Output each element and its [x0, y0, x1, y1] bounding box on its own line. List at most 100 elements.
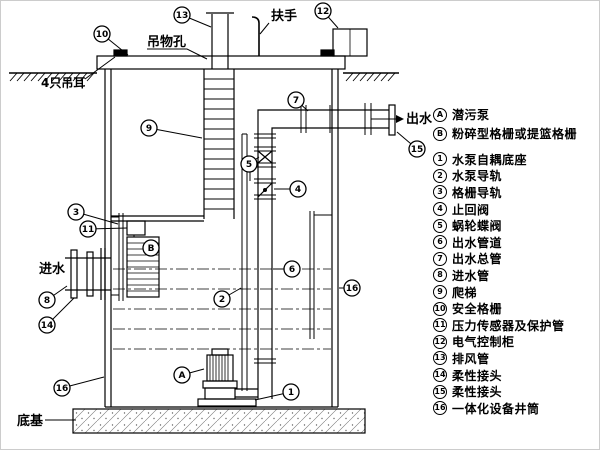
callout-circle: [67, 203, 85, 221]
legend-label: 电气控制柜: [452, 335, 515, 350]
callout-2: 2: [213, 287, 242, 308]
legend-key: A: [433, 107, 447, 122]
callout-number: 3: [73, 208, 79, 218]
callout-14: 14: [38, 297, 75, 334]
callout-circle: [93, 25, 111, 43]
callout-number: 4: [295, 185, 301, 195]
handrail: [251, 16, 260, 56]
callout-circle: [213, 290, 231, 308]
legend-item-14: 14 柔性接头: [433, 367, 565, 384]
control-cabinet: [332, 28, 368, 57]
legend-label: 格栅导轨: [452, 185, 503, 200]
pump-guide-rails: [241, 133, 248, 391]
legend-label: 柔性接头: [452, 368, 503, 383]
callout-circle: [343, 279, 361, 297]
callout-number: 7: [293, 96, 299, 106]
legend-item-12: 12 电气控制柜: [433, 334, 565, 351]
callout-16: 16: [339, 279, 361, 297]
legend-label: 排风管: [452, 351, 490, 366]
callout-11: 11: [79, 220, 128, 238]
callout-circle: [240, 155, 258, 173]
callout-A: A: [173, 366, 205, 384]
callout-circle: [287, 91, 305, 109]
callout-6: 6: [273, 260, 301, 278]
legend-key: 12: [433, 334, 447, 349]
callout-circle: [38, 291, 56, 309]
label-lifting-lugs: 4只吊耳: [41, 76, 85, 90]
legend-item-11: 11 压力传感器及保护管: [433, 317, 565, 334]
callout-circle: [282, 383, 300, 401]
callout-number: 15: [411, 145, 424, 155]
sensor-protection-tube: [309, 211, 332, 339]
legend-label: 柔性接头: [452, 385, 503, 400]
legend-key: 8: [433, 268, 447, 283]
legend-label: 一体化设备井筒: [452, 401, 540, 416]
ladder: [203, 69, 235, 219]
callout-number: 13: [176, 11, 189, 21]
callout-16: 16: [53, 376, 105, 397]
callout-7: 7: [287, 91, 309, 112]
legend-key: 4: [433, 202, 447, 217]
legend-key: 10: [433, 301, 447, 316]
legend-key: 5: [433, 218, 447, 233]
legend-label: 爬梯: [452, 285, 478, 300]
legend-label: 蜗轮蝶阀: [452, 219, 503, 234]
callout-number: 14: [41, 321, 54, 331]
legend-item-3: 3 格栅导轨: [433, 184, 565, 201]
callout-3: 3: [67, 203, 119, 225]
callout-number: 8: [44, 296, 50, 306]
legend-label: 进水管: [452, 268, 490, 283]
callout-B: B: [142, 239, 160, 257]
callout-13: 13: [173, 6, 212, 28]
legend-item-1: 1 水泵自耦底座: [433, 151, 565, 168]
callout-circle: [173, 6, 191, 24]
label-inlet: 进水: [39, 261, 66, 277]
callout-circle: [140, 119, 158, 137]
legend-label: 安全格栅: [452, 302, 503, 317]
legend-key: B: [433, 126, 447, 141]
legend-item-15: 15 柔性接头: [433, 383, 565, 400]
legend-label: 水泵自耦底座: [452, 152, 528, 167]
label-hoist-hole: 吊物孔: [147, 34, 186, 50]
callout-number: 16: [56, 384, 69, 394]
outlet-main-pipe: [257, 103, 404, 399]
callout-number: 16: [346, 284, 359, 294]
callout-circle: [408, 140, 426, 158]
auto-coupling-base: [197, 398, 257, 407]
callout-15: 15: [396, 131, 426, 158]
submersible-pump: [197, 348, 258, 407]
legend-key: 15: [433, 384, 447, 399]
legend-key: 6: [433, 235, 447, 250]
legend-item-5: 5 蜗轮蝶阀: [433, 217, 565, 234]
callout-circle: [314, 2, 332, 20]
legend-key: 3: [433, 185, 447, 200]
callout-12: 12: [314, 2, 339, 29]
legend-label: 压力传感器及保护管: [452, 318, 565, 333]
callout-leader: [148, 127, 203, 139]
callout-number: 1: [288, 388, 294, 398]
callout-8: 8: [38, 285, 68, 309]
basket-screen-assembly: [111, 213, 160, 301]
legend-item-8: 8 进水管: [433, 267, 565, 284]
label-handrail: 扶手: [271, 8, 297, 24]
legend-key: 11: [433, 318, 447, 333]
legend-key: 1: [433, 152, 447, 167]
water-level-lines: [113, 268, 331, 350]
callout-circle: [142, 239, 160, 257]
ground-surface: [9, 72, 399, 82]
callout-4: 4: [274, 180, 307, 198]
label-outlet: 出水: [406, 111, 433, 127]
callout-number: A: [179, 371, 186, 381]
tank-shell: [96, 49, 346, 408]
callout-circle: [289, 180, 307, 198]
legend-key: 14: [433, 368, 447, 383]
legend-label: 出水总管: [452, 252, 503, 267]
